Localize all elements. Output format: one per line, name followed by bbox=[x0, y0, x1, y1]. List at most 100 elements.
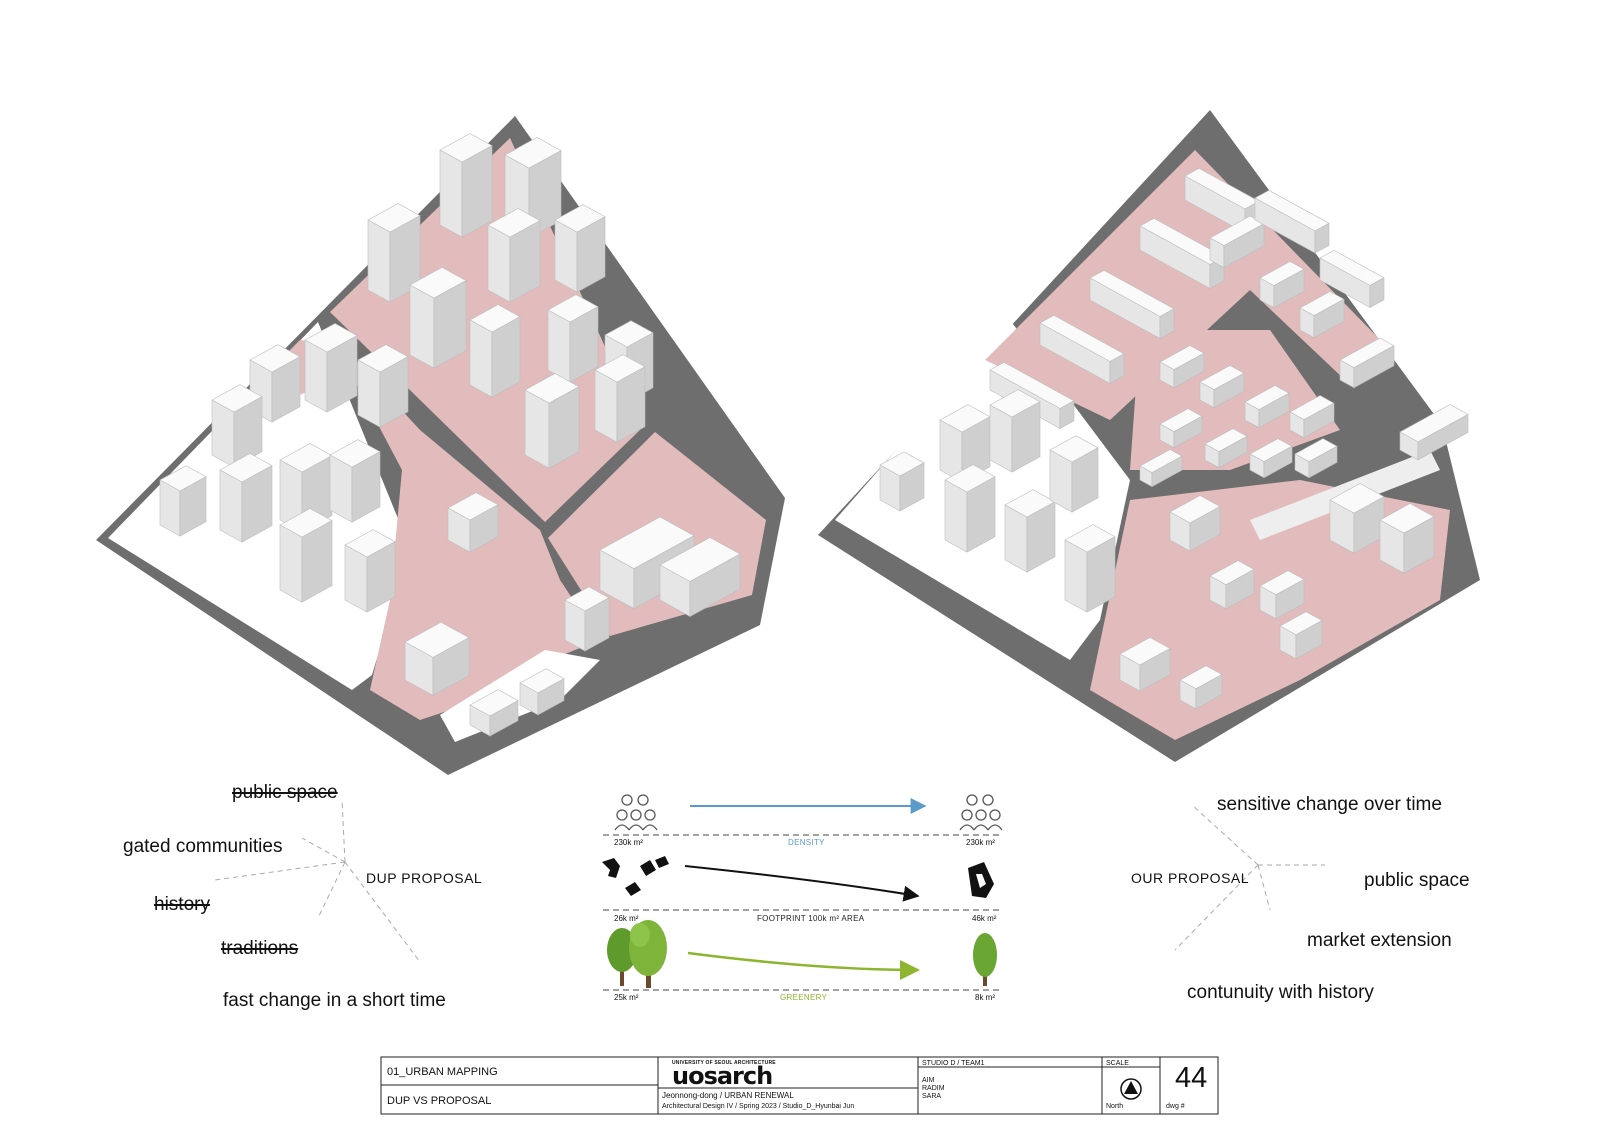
building-19 bbox=[1139, 449, 1183, 488]
footprint-caption: FOOTPRINT 100k m² AREA bbox=[757, 914, 865, 923]
density-right-value: 230k m² bbox=[966, 838, 995, 847]
building-14 bbox=[1289, 395, 1335, 439]
tower-15 bbox=[159, 465, 207, 537]
our-item-public-space: public space bbox=[1364, 870, 1470, 891]
tower-14 bbox=[211, 384, 263, 468]
tower-23 bbox=[564, 586, 610, 652]
tower-0 bbox=[439, 133, 493, 238]
building-25 bbox=[879, 451, 925, 512]
building-7 bbox=[1299, 291, 1345, 339]
dup-massing-model bbox=[96, 116, 785, 775]
member-2: RADIM bbox=[922, 1085, 945, 1092]
dup-proposal-label: DUP PROPOSAL bbox=[366, 870, 483, 886]
building-2 bbox=[1089, 269, 1175, 340]
our-item-sensitive-change: sensitive change over time bbox=[1217, 794, 1442, 815]
tower-2 bbox=[367, 203, 421, 303]
scale-label: SCALE bbox=[1106, 1060, 1129, 1067]
tower-16 bbox=[219, 453, 273, 543]
tower-21 bbox=[404, 621, 470, 696]
north-arrow-icon bbox=[1120, 1078, 1142, 1100]
building-22 bbox=[944, 464, 996, 553]
building-9 bbox=[1319, 249, 1385, 309]
tower-5 bbox=[409, 267, 467, 369]
member-1: AIM bbox=[922, 1077, 935, 1084]
greenery-right-value: 8k m² bbox=[975, 993, 995, 1002]
tree-icon-right bbox=[973, 933, 997, 986]
tower-7 bbox=[547, 294, 599, 383]
tree-icon bbox=[607, 920, 667, 988]
density-left-value: 230k m² bbox=[614, 838, 643, 847]
tower-20 bbox=[344, 529, 396, 613]
dwg-label: dwg # bbox=[1166, 1103, 1185, 1110]
uosarch-logo: uosarch bbox=[672, 1062, 773, 1090]
building-8 bbox=[1254, 189, 1330, 254]
building-3 bbox=[1039, 314, 1125, 385]
building-20 bbox=[939, 404, 991, 483]
building-5 bbox=[1209, 215, 1265, 269]
building-34 bbox=[1279, 611, 1323, 660]
greenery-arrow bbox=[687, 951, 920, 980]
north-label: North bbox=[1106, 1103, 1124, 1110]
building-32 bbox=[1119, 637, 1171, 692]
our-item-continuity: contunuity with history bbox=[1187, 982, 1374, 1003]
tower-3 bbox=[487, 208, 541, 303]
buildings-dup bbox=[159, 133, 741, 737]
sheet-title: 01_URBAN MAPPING bbox=[387, 1066, 498, 1078]
building-33 bbox=[1179, 665, 1223, 710]
studio-team: STUDIO D / TEAM1 bbox=[922, 1060, 985, 1067]
people-icon-right bbox=[959, 794, 1003, 831]
building-10 bbox=[1339, 337, 1395, 389]
tower-25 bbox=[659, 537, 741, 618]
greenery-caption: GREENERY bbox=[780, 993, 828, 1002]
building-11 bbox=[1159, 345, 1205, 389]
our-proposal-label: OUR PROPOSAL bbox=[1131, 870, 1250, 886]
our-item-market-extension: market extension bbox=[1307, 930, 1452, 951]
building-28 bbox=[1379, 503, 1435, 574]
logo-small-text: UNIVERSITY OF SEOUL ARCHITECTURE bbox=[672, 1060, 776, 1066]
building-23 bbox=[1004, 489, 1056, 573]
tower-12 bbox=[357, 344, 409, 428]
tower-18 bbox=[329, 439, 381, 523]
dup-item-fast-change: fast change in a short time bbox=[223, 990, 446, 1011]
building-17 bbox=[1249, 438, 1293, 479]
building-18 bbox=[1294, 438, 1338, 479]
tower-19 bbox=[279, 508, 333, 603]
project-line2: Architectural Design IV / Spring 2023 / … bbox=[662, 1103, 855, 1110]
building-1 bbox=[1139, 217, 1225, 290]
tower-6 bbox=[469, 304, 521, 398]
footprint-icon bbox=[602, 856, 669, 896]
tower-22 bbox=[447, 492, 499, 553]
building-30 bbox=[1209, 560, 1255, 610]
building-31 bbox=[1259, 570, 1305, 620]
building-35 bbox=[1399, 404, 1469, 461]
dup-item-history: history bbox=[154, 894, 210, 915]
footprint-arrow bbox=[684, 865, 920, 902]
building-29 bbox=[1169, 495, 1221, 552]
footprint-right-value: 46k m² bbox=[972, 914, 997, 923]
footprint-icon-right bbox=[968, 862, 994, 898]
building-16 bbox=[1204, 428, 1248, 469]
building-6 bbox=[1259, 261, 1305, 309]
greenery-left-value: 25k m² bbox=[614, 993, 639, 1002]
project-line1: Jeonnong-dong / URBAN RENEWAL bbox=[662, 1091, 794, 1100]
buildings-proposal bbox=[879, 167, 1469, 710]
tower-4 bbox=[554, 204, 606, 293]
building-13 bbox=[1244, 385, 1290, 429]
tower-27 bbox=[519, 668, 565, 716]
building-21 bbox=[989, 389, 1041, 473]
building-12 bbox=[1199, 365, 1245, 409]
building-15 bbox=[1159, 408, 1203, 449]
tower-10 bbox=[594, 354, 646, 443]
dup-item-public-space: public space bbox=[232, 782, 338, 803]
tower-26 bbox=[469, 689, 519, 737]
dup-item-gated-communities: gated communities bbox=[123, 836, 283, 857]
people-icon bbox=[614, 794, 658, 831]
dup-item-traditions: traditions bbox=[221, 938, 299, 959]
tower-9 bbox=[524, 373, 580, 469]
building-27 bbox=[1329, 483, 1385, 554]
sheet-number: 44 bbox=[1175, 1062, 1208, 1094]
density-caption: DENSITY bbox=[788, 838, 825, 847]
tower-17 bbox=[279, 443, 333, 533]
footprint-left-value: 26k m² bbox=[614, 914, 639, 923]
building-24 bbox=[1064, 524, 1116, 613]
